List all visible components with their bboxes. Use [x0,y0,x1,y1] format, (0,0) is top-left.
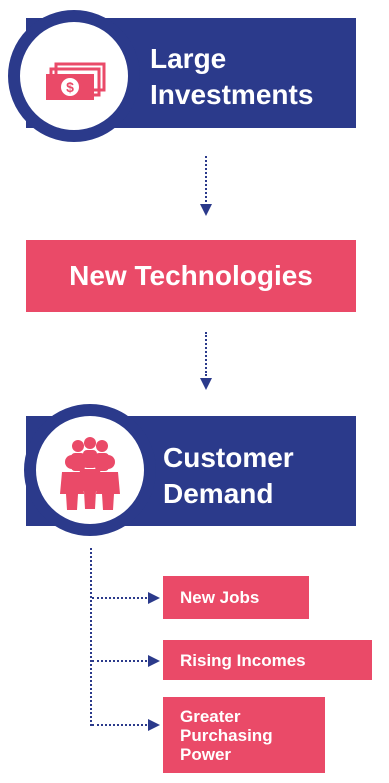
outcome-rising-incomes: Rising Incomes [163,640,372,680]
branch-line-2 [92,660,147,662]
customer-demand-icon-circle [24,404,156,536]
outcome-label: Greater Purchasing Power [180,706,273,764]
crowd-icon [60,437,120,510]
outcome-label: New Jobs [180,588,260,607]
outcome-greater-purchasing-power: Greater Purchasing Power [163,697,325,773]
connector-arrow-1 [200,204,212,216]
new-technologies-box: New Technologies [26,240,356,312]
branch-arrow-1 [148,592,160,604]
branch-trunk-line [90,548,92,726]
customer-demand-title: Customer Demand [163,442,294,509]
connector-line-2 [205,332,207,376]
large-investments-title: Large Investments [150,43,314,110]
new-technologies-label: New Technologies [69,260,313,291]
branch-line-3 [92,724,147,726]
large-investments-icon-circle: $ [8,10,140,142]
outcome-label: Rising Incomes [180,650,306,670]
connector-line-1 [205,156,207,202]
outcome-new-jobs: New Jobs [163,576,309,619]
money-icon: $ [46,62,106,100]
connector-arrow-2 [200,378,212,390]
branch-arrow-2 [148,655,160,667]
branch-arrow-3 [148,719,160,731]
svg-text:$: $ [66,79,74,95]
branch-line-1 [92,597,147,599]
